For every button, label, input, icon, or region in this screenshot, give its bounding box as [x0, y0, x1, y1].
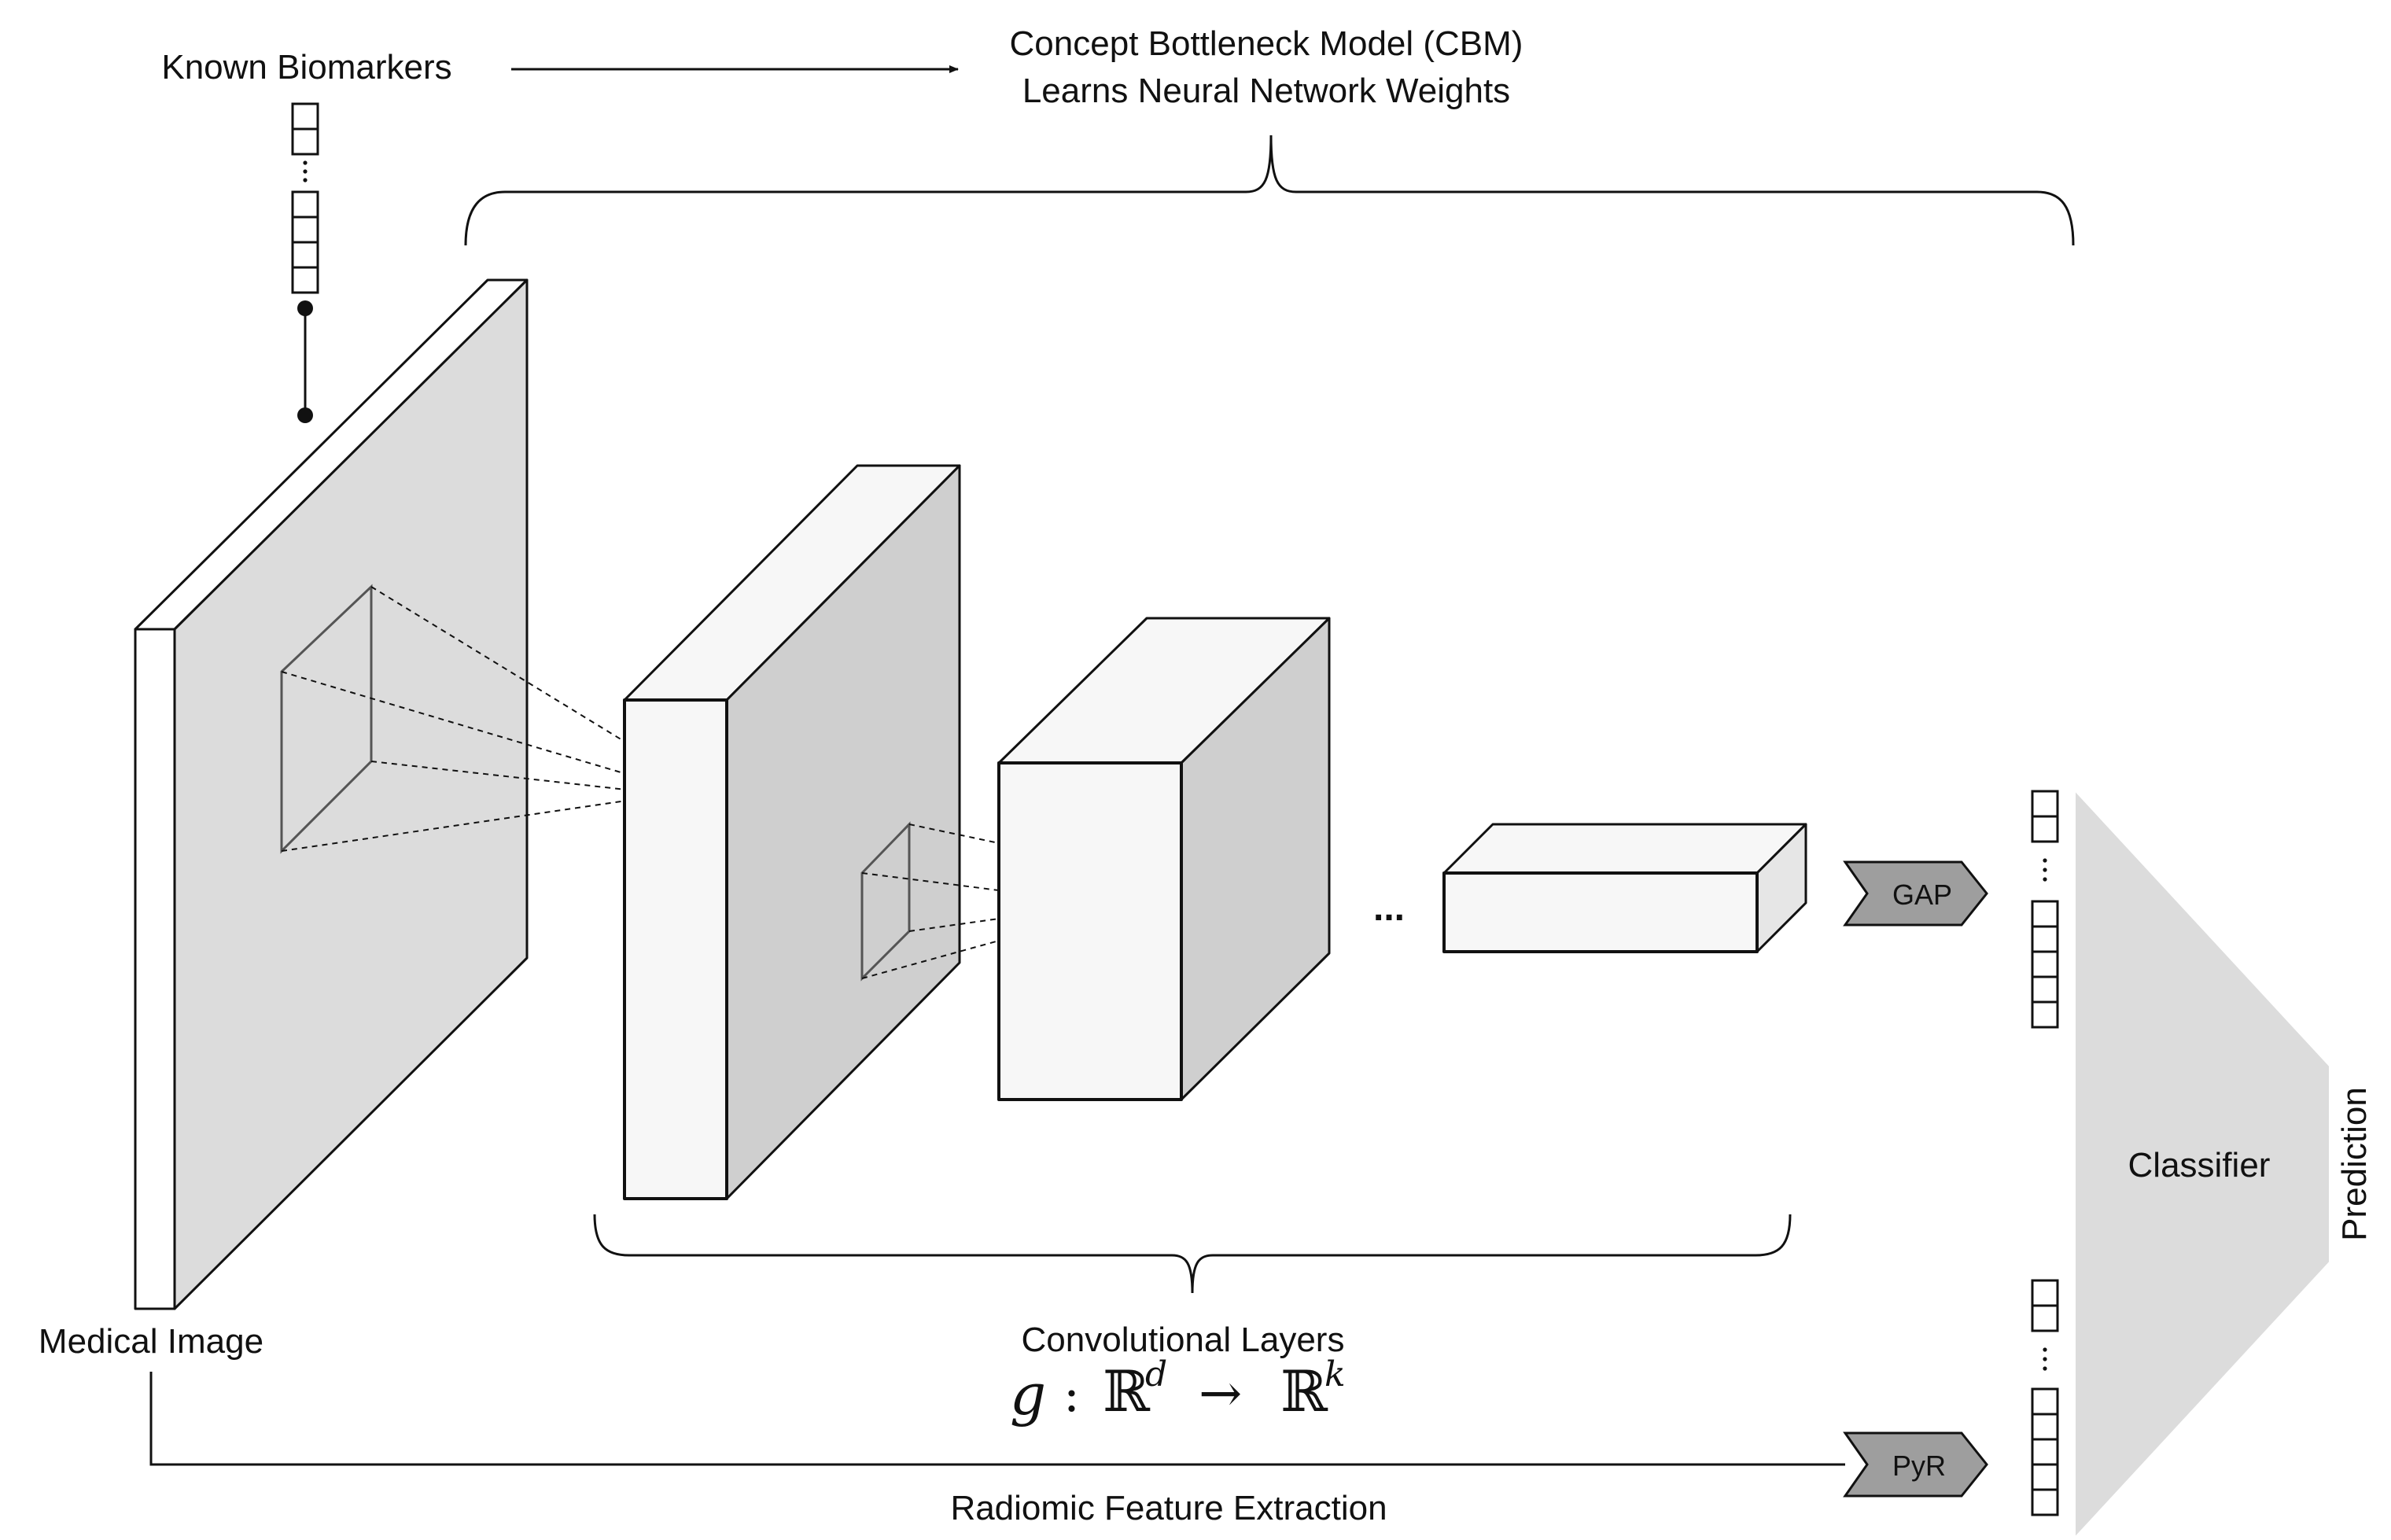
biomarker-vector-ellipsis [303, 160, 308, 182]
gap-label: GAP [1892, 879, 1952, 911]
pyr-label: PyR [1892, 1450, 1946, 1482]
formula-function: g [1010, 1361, 1046, 1428]
biomarker-connector [297, 300, 313, 423]
biomarker-concept-vector [291, 102, 319, 294]
image-to-layer1-projection [281, 586, 627, 852]
known-biomarkers-label: Known Biomarkers [161, 48, 451, 87]
medical-image-slab [134, 278, 529, 1310]
radiomic-label: Radiomic Feature Extraction [950, 1489, 1387, 1527]
formula-colon: : [1063, 1365, 1080, 1423]
conv-layer-2 [997, 617, 1331, 1101]
radiomic-feature-vector [2031, 1279, 2059, 1516]
cbm-title-line2: Learns Neural Network Weights [1022, 72, 1510, 110]
radiomic-vector-ellipsis [2043, 1347, 2047, 1371]
formula-domain-set: ℝ [1103, 1358, 1151, 1424]
layers-ellipsis: ... [1373, 887, 1405, 929]
formula-domain-exponent: d [1145, 1354, 1167, 1394]
pyr-tag: PyR [1843, 1431, 1988, 1498]
classifier-label: Classifier [2128, 1146, 2271, 1184]
gap-tag: GAP [1843, 860, 1988, 927]
formula-codomain-exponent: k [1324, 1354, 1346, 1394]
gap-vector-ellipsis [2043, 858, 2047, 882]
radiomic-path-line [149, 1372, 1845, 1466]
conv-layers-brace [593, 1214, 1792, 1294]
conv-layer-1 [623, 464, 961, 1200]
cbm-title-line1: Concept Bottleneck Model (CBM) [1010, 24, 1523, 63]
prediction-label: Prediction [2335, 1087, 2374, 1241]
layer1-to-layer2-projection [861, 823, 1000, 979]
classifier-block: Classifier [2076, 792, 2329, 1536]
formula-arrow: → [1199, 1363, 1242, 1424]
gap-feature-vector [2031, 790, 2059, 1029]
formula-codomain-set: ℝ [1280, 1358, 1328, 1424]
cbm-brace [464, 134, 2075, 246]
convolutional-layers-label: Convolutional Layers [1022, 1321, 1345, 1359]
conv-layer-3 [1442, 823, 1807, 953]
mapping-formula: g : ℝ d → ℝ k [1010, 1354, 1346, 1428]
medical-image-label: Medical Image [39, 1322, 263, 1361]
